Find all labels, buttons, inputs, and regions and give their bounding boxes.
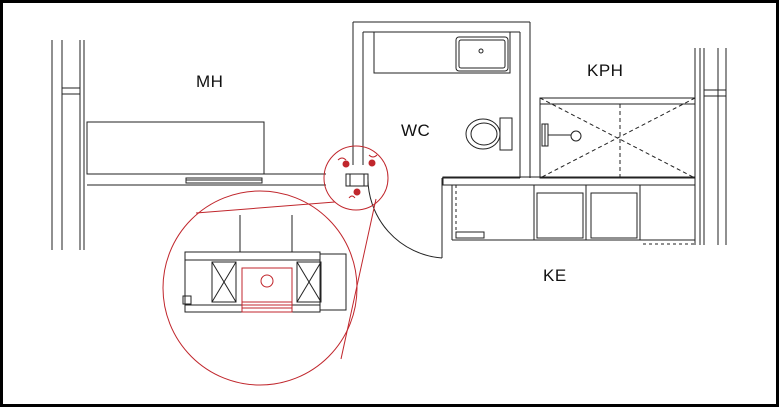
- magnifier-detail-icon: [162, 145, 389, 386]
- door-frame-small: [345, 173, 369, 187]
- detail-markers: [342, 159, 376, 196]
- toilet-icon: [465, 117, 513, 151]
- wc-counter: [373, 31, 511, 74]
- wc-door-swing: [367, 174, 443, 259]
- room-label-kph: KPH: [587, 61, 624, 80]
- mh-cabinet: [86, 121, 265, 175]
- right-exterior-wall: [694, 48, 727, 245]
- room-label-mh: MH: [196, 72, 224, 91]
- wc-walls: [352, 21, 531, 187]
- shower-icon: [539, 97, 696, 179]
- detail-enlarged: [182, 215, 347, 313]
- room-label-wc: WC: [401, 121, 431, 140]
- left-exterior-wall: [51, 40, 85, 250]
- detail-red-box: [241, 267, 293, 313]
- kitchen-counter: [442, 176, 696, 245]
- room-label-ke: KE: [543, 266, 567, 285]
- sink-icon: [455, 36, 509, 72]
